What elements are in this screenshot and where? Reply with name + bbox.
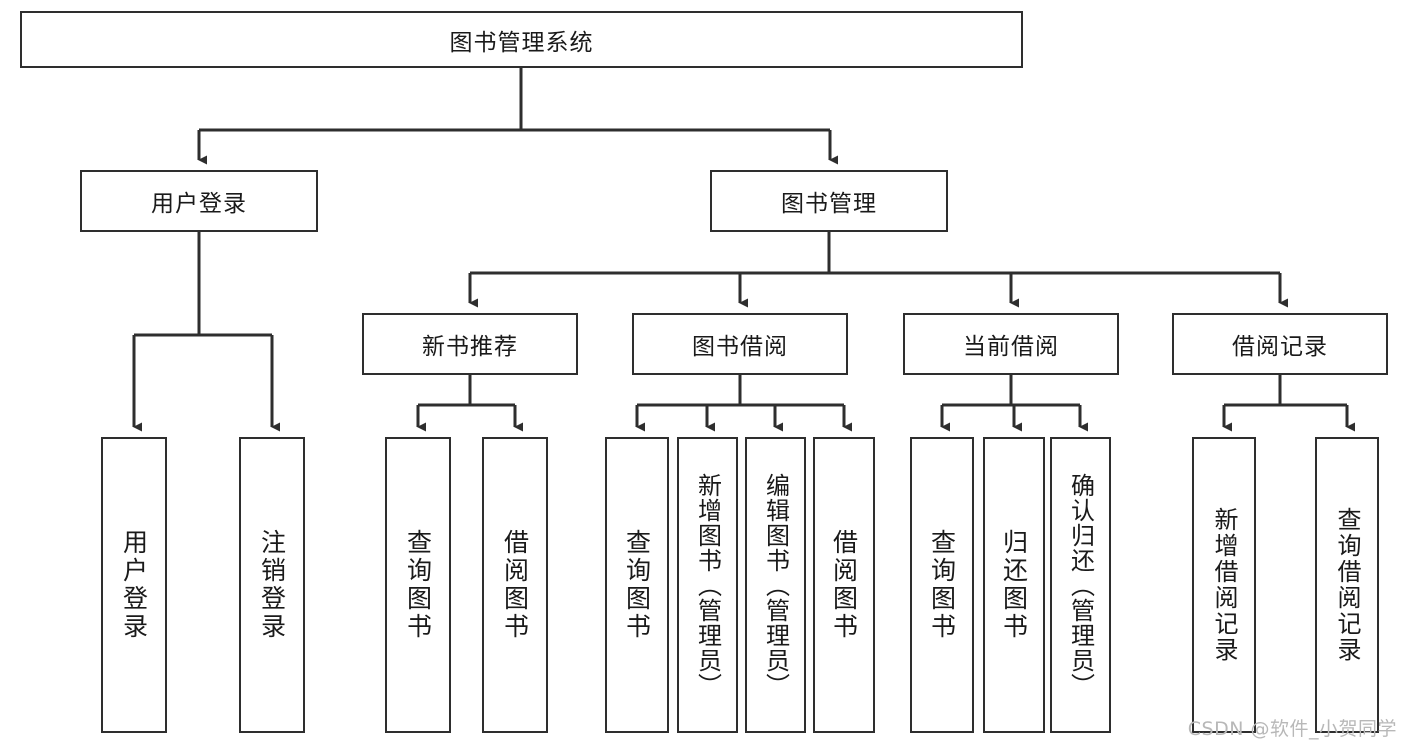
node-leaf-query-book-current[interactable]: 查询图书 [910,437,974,733]
node-leaf-add-borrow-record[interactable]: 新增借阅记录 [1192,437,1256,733]
node-user-login-label: 用户登录 [151,191,247,217]
node-leaf-add-borrow-record-label: 新增借阅记录 [1210,507,1238,663]
node-leaf-query-book-borrow[interactable]: 查询图书 [605,437,669,733]
node-leaf-query-book-rec[interactable]: 查询图书 [385,437,451,733]
node-leaf-query-borrow-record[interactable]: 查询借阅记录 [1315,437,1379,733]
node-leaf-query-book-current-label: 查询图书 [927,529,957,641]
node-new-book-recommend[interactable]: 新书推荐 [362,313,578,375]
node-leaf-confirm-return-admin[interactable]: 确认归还（管理员） [1050,437,1111,733]
node-leaf-user-logout-label: 注销登录 [257,529,287,641]
node-leaf-query-book-borrow-label: 查询图书 [622,529,652,641]
node-leaf-edit-book-admin-label: 编辑图书（管理员） [761,472,790,698]
node-current-borrow[interactable]: 当前借阅 [903,313,1119,375]
node-leaf-user-logout[interactable]: 注销登录 [239,437,305,733]
node-leaf-add-book-admin[interactable]: 新增图书（管理员） [677,437,738,733]
csdn-watermark: CSDN @软件_小贺同学 [1187,718,1397,740]
node-borrow-record[interactable]: 借阅记录 [1172,313,1388,375]
node-leaf-borrow-book[interactable]: 借阅图书 [813,437,875,733]
node-leaf-borrow-book-rec-label: 借阅图书 [500,529,530,641]
node-leaf-return-book[interactable]: 归还图书 [983,437,1045,733]
node-leaf-edit-book-admin[interactable]: 编辑图书（管理员） [745,437,806,733]
node-user-login[interactable]: 用户登录 [80,170,318,232]
node-root[interactable]: 图书管理系统 [20,11,1023,68]
node-book-borrow[interactable]: 图书借阅 [632,313,848,375]
node-book-manage-label: 图书管理 [781,191,877,217]
node-leaf-confirm-return-admin-label: 确认归还（管理员） [1066,472,1095,698]
node-leaf-user-login[interactable]: 用户登录 [101,437,167,733]
node-leaf-borrow-book-label: 借阅图书 [829,529,859,641]
node-leaf-user-login-label: 用户登录 [119,529,149,641]
node-leaf-query-book-rec-label: 查询图书 [403,529,433,641]
node-new-book-recommend-label: 新书推荐 [422,334,518,360]
node-root-label: 图书管理系统 [449,29,594,56]
node-book-manage[interactable]: 图书管理 [710,170,948,232]
node-leaf-borrow-book-rec[interactable]: 借阅图书 [482,437,548,733]
node-leaf-add-book-admin-label: 新增图书（管理员） [693,472,722,698]
node-borrow-record-label: 借阅记录 [1232,334,1328,360]
node-leaf-query-borrow-record-label: 查询借阅记录 [1333,507,1361,663]
node-book-borrow-label: 图书借阅 [692,334,788,360]
node-leaf-return-book-label: 归还图书 [999,529,1029,641]
node-current-borrow-label: 当前借阅 [963,334,1059,360]
